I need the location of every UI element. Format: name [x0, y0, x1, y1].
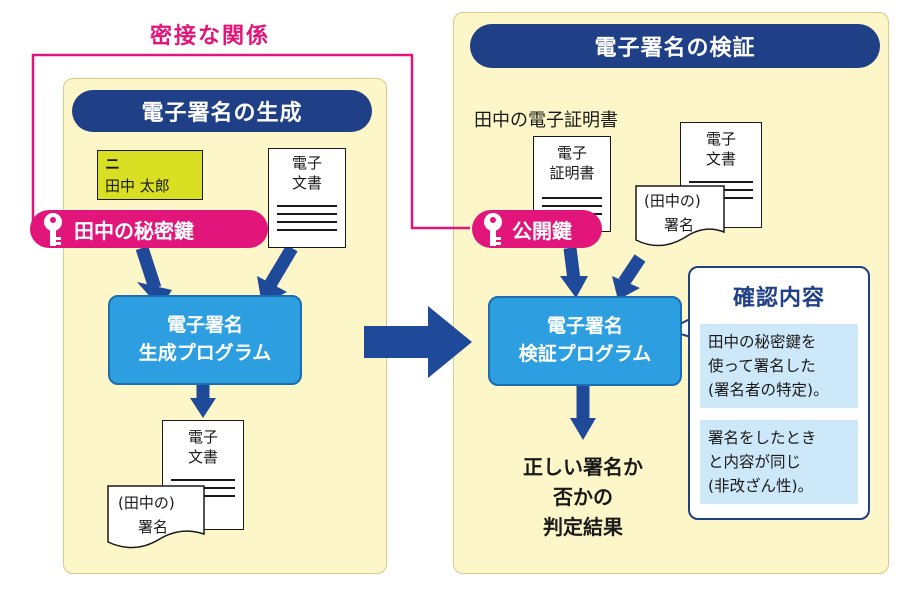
key-icon: [484, 213, 502, 246]
certificate-caption: 田中の電子証明書: [474, 110, 618, 131]
verification-signature-line1: (田中の): [644, 192, 701, 210]
arrowhead-doc-to-verify-program: [612, 276, 640, 300]
arrow-doc-to-verify-program: [618, 254, 646, 286]
output-document-line1: 電子: [187, 428, 218, 446]
verification-signature-line2: 署名: [664, 216, 695, 234]
confirm-item2-line1: 署名をしたとき: [708, 429, 817, 448]
certificate-line1: 電子: [556, 144, 587, 162]
confirm-item2-line2: と内容が同じ: [708, 453, 802, 472]
private-key-tag: 田中の秘密鍵: [30, 210, 268, 248]
generation-program-line2: 生成プログラム: [138, 342, 272, 364]
verification-document-line1: 電子: [705, 130, 736, 148]
confirm-item2: 署名をしたとき と内容が同じ (非改ざん性)。: [700, 420, 858, 505]
verification-result: 正しい署名か 否かの 判定結果: [500, 452, 666, 542]
certificate-line2: 証明書: [549, 164, 595, 183]
relation-connector: [31, 53, 470, 230]
arrow-doc-to-gen-program: [264, 244, 298, 289]
generation-document: 電子 文書: [268, 148, 346, 248]
confirm-box: 確認内容 田中の秘密鍵を 使って署名した (署名者の特定)。 署名をしたとき と…: [688, 266, 870, 520]
confirm-title: 確認内容: [732, 286, 825, 311]
verification-program-line1: 電子署名: [546, 315, 623, 338]
confirm-item1-line1: 田中の秘密鍵を: [708, 333, 817, 351]
key-icon: [44, 213, 62, 246]
generation-document-lines: [277, 205, 337, 237]
confirm-item1: 田中の秘密鍵を 使って署名した (署名者の特定)。: [700, 324, 858, 409]
verification-program-line2: 検証プログラム: [518, 343, 652, 365]
arrowhead-key-to-verify-program: [560, 276, 588, 298]
result-line1: 正しい署名か: [523, 455, 643, 479]
relation-label: 密接な関係: [150, 24, 271, 49]
arrowhead-gen-program-to-output: [190, 398, 216, 418]
id-card-name: 田中 太郎: [105, 177, 170, 195]
result-line2: 否かの: [553, 485, 613, 509]
id-card: ニ 田中 太郎: [97, 150, 203, 200]
generation-program-line1: 電子署名: [166, 314, 243, 337]
id-card-mark: ニ: [105, 155, 121, 173]
verification-program: 電子署名 検証プログラム: [488, 296, 682, 386]
arrowhead-verify-program-to-result: [570, 418, 596, 440]
private-key-label: 田中の秘密鍵: [74, 218, 194, 243]
generation-program: 電子署名 生成プログラム: [108, 295, 302, 385]
output-signature-line1: (田中の): [118, 494, 175, 512]
public-key-label: 公開鍵: [512, 218, 572, 243]
generation-title: 電子署名の生成: [72, 90, 372, 132]
public-key-tag: 公開鍵: [472, 210, 602, 248]
result-line3: 判定結果: [543, 515, 623, 539]
generation-document-line2: 文書: [291, 174, 322, 193]
verification-signature: [635, 185, 725, 247]
verification-title: 電子署名の検証: [470, 24, 880, 68]
arrow-key-to-gen-program: [135, 245, 162, 291]
confirm-item1-line2: 使って署名した: [708, 357, 816, 376]
confirm-item1-line3: (署名者の特定)。: [708, 381, 829, 400]
output-signature-line2: 署名: [138, 518, 169, 536]
output-signature: [107, 485, 205, 549]
confirm-item2-line3: (非改ざん性)。: [708, 477, 814, 496]
arrow-key-to-verify-program: [563, 247, 581, 281]
output-document-line2: 文書: [187, 448, 218, 467]
generation-document-line1: 電子: [291, 154, 322, 172]
big-arrow: [364, 306, 472, 378]
verification-document-line2: 文書: [705, 150, 736, 169]
